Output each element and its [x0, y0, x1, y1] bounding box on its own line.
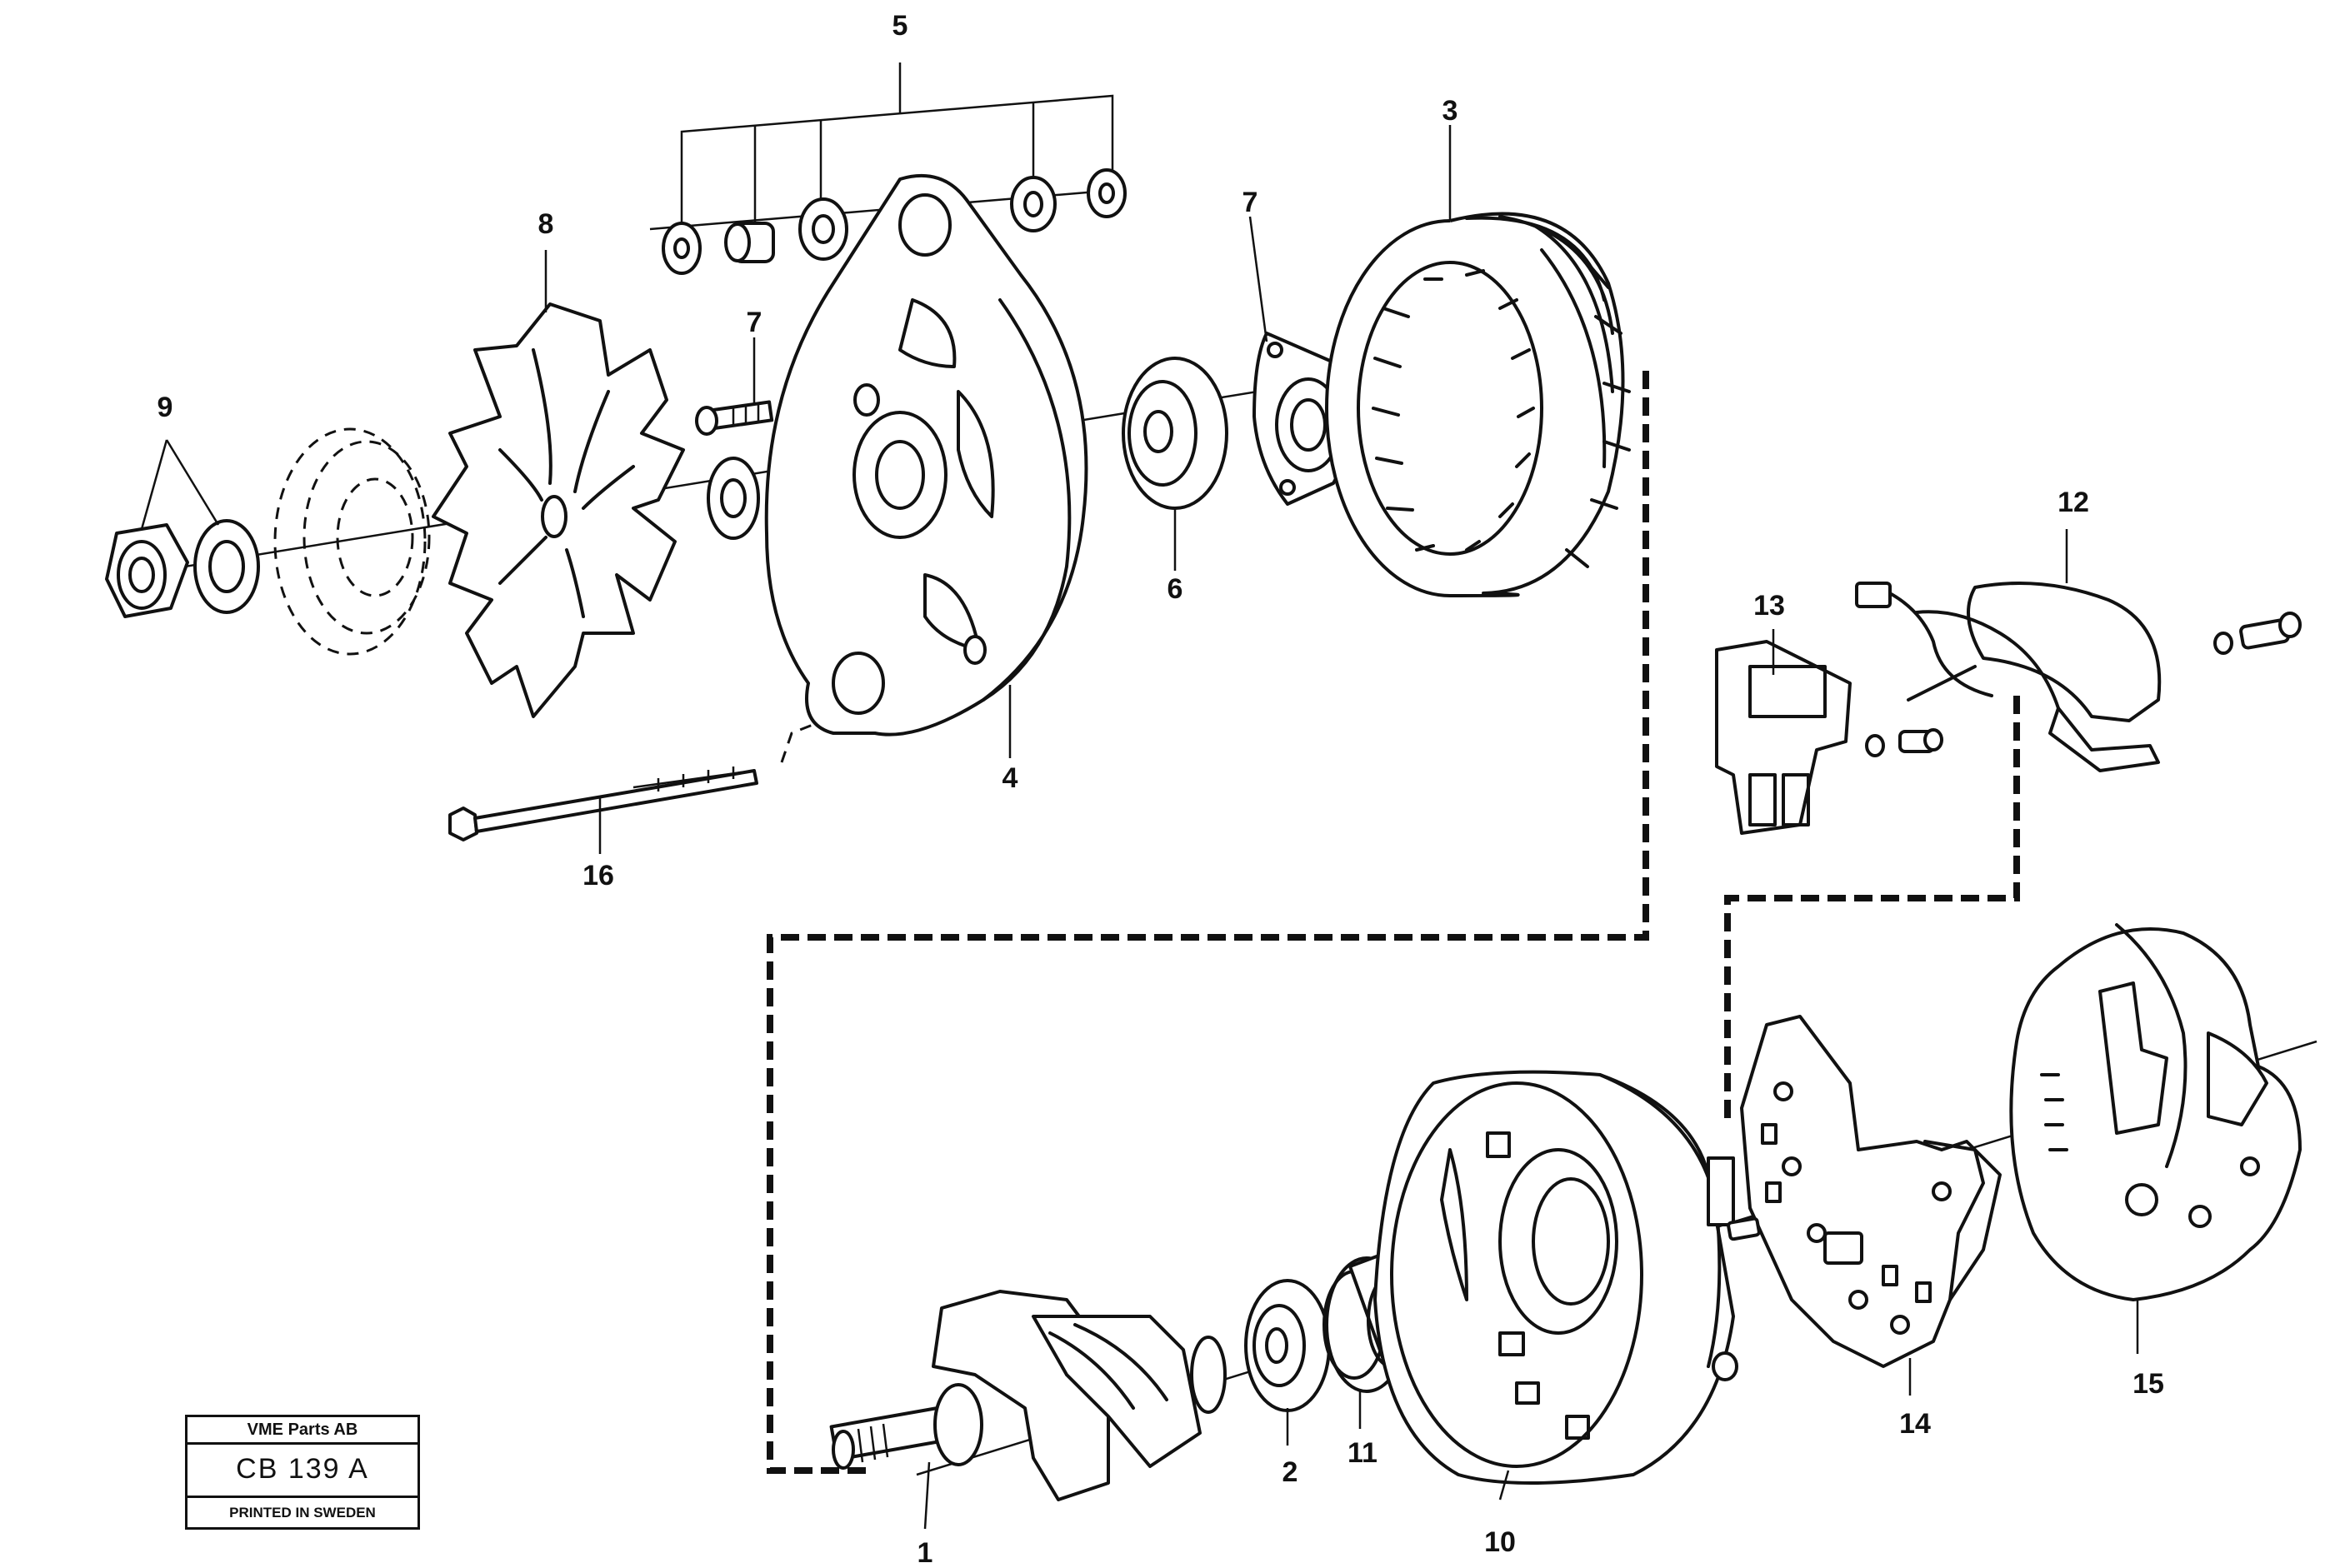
callout-5: 5: [892, 10, 908, 42]
callout-8: 8: [538, 208, 554, 240]
callout-leader-lines: [140, 125, 2139, 1530]
callout-numbers: 5 3 8 7 7 9 12 6 13 4 16 15 14 11 2 10 1: [158, 10, 2164, 1568]
callout-2: 2: [1282, 1456, 1298, 1488]
callout-7-right: 7: [1242, 187, 1258, 218]
callout-1: 1: [918, 1537, 933, 1568]
callout-16: 16: [582, 860, 614, 891]
callout-12: 12: [2058, 487, 2089, 518]
stamp-printed: PRINTED IN SWEDEN: [229, 1504, 376, 1521]
pulley-outline-dashed: [273, 427, 431, 656]
title-block-stamp: VME Parts AB CB 139 A PRINTED IN SWEDEN: [185, 1415, 420, 1530]
part-9-nut-and-washer: [105, 519, 260, 618]
callout-13: 13: [1753, 590, 1785, 622]
part-7-bolt-and-washer: [695, 400, 774, 540]
part-10-slip-ring-end-shield: [1373, 1070, 1738, 1485]
part-12-suppressor-unit: [1855, 582, 2302, 772]
callout-6: 6: [1168, 573, 1183, 605]
part-15-cover: [2009, 923, 2302, 1301]
callout-11: 11: [1348, 1437, 1378, 1469]
part-3-stator: [1325, 212, 1631, 597]
callout-4: 4: [1002, 762, 1018, 794]
part-5-bushings: [662, 62, 1127, 275]
callout-3: 3: [1442, 95, 1458, 127]
part-13-brush-holder: [1715, 640, 1943, 835]
part-1-rotor: [829, 1290, 1227, 1501]
part-2-bearing: [1244, 1279, 1331, 1412]
callout-7-left: 7: [747, 307, 762, 338]
callout-9: 9: [158, 392, 173, 423]
part-4-drive-end-shield: [764, 173, 1088, 737]
stamp-code: CB 139 A: [188, 1442, 418, 1498]
part-6-bearing: [1122, 357, 1228, 510]
stamp-company: VME Parts AB: [188, 1417, 418, 1445]
part-8-fan: [432, 302, 685, 718]
part-14-rectifier: [1727, 1015, 2002, 1368]
callout-15: 15: [2132, 1368, 2164, 1400]
callout-10: 10: [1484, 1526, 1516, 1558]
callout-14: 14: [1899, 1408, 1931, 1440]
part-16-through-bolt: [448, 767, 758, 841]
